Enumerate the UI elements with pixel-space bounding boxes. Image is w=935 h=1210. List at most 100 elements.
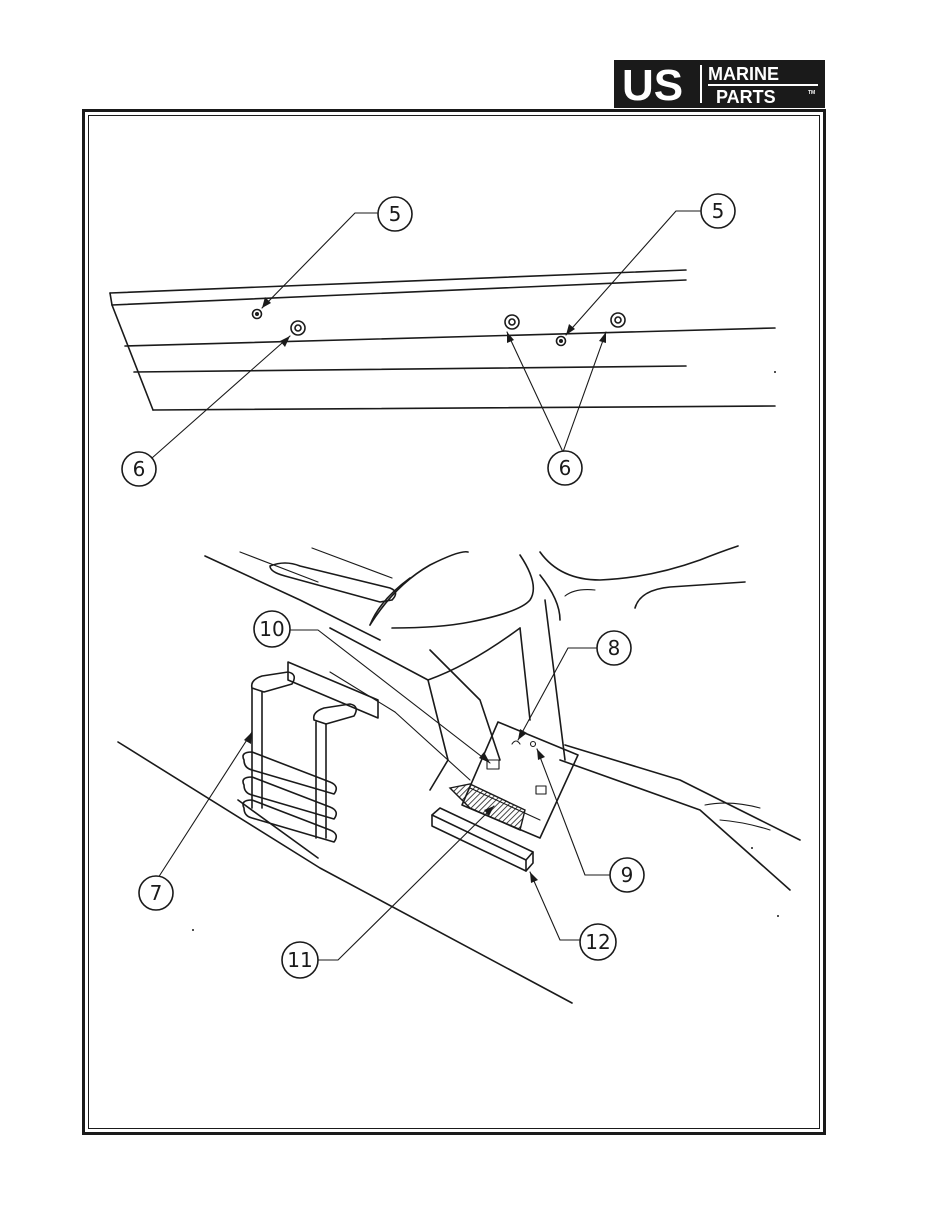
screw-hole-left — [251, 308, 263, 320]
deck-left-edge — [204, 555, 381, 641]
diagram-frame-inner — [88, 115, 820, 1129]
ladder-mount-bolt — [329, 671, 396, 713]
speck — [751, 847, 753, 849]
hull-right-strake-2 — [719, 819, 771, 831]
screw-hole-right — [555, 335, 567, 347]
ladder-mount-plate — [287, 661, 379, 719]
access-panel-door — [461, 721, 579, 839]
ladder-step-3 — [242, 799, 338, 843]
callout-5-right-label: 5 — [712, 199, 725, 223]
speck — [774, 371, 776, 373]
callout-6-left: 6 — [121, 451, 157, 487]
leader-11 — [317, 805, 495, 961]
foam-pad — [448, 783, 526, 831]
deck-right-detail — [564, 589, 596, 597]
arrowhead-5-right — [566, 324, 575, 335]
deck-crease-left-2 — [311, 547, 393, 579]
hull-diag-inner — [394, 711, 471, 781]
ladder-right-hook — [312, 703, 358, 725]
speck — [192, 929, 194, 931]
diagram-frame — [82, 109, 826, 1135]
seat-left-contour — [369, 550, 469, 626]
arrowhead-9 — [537, 749, 545, 760]
logo-line1: MARINE — [708, 64, 779, 84]
callout-5-left: 5 — [377, 196, 413, 232]
panel-top-edge — [109, 269, 687, 294]
leader-6-right — [562, 331, 607, 453]
ladder-step-1 — [242, 751, 338, 795]
wear-strip-face — [431, 814, 527, 872]
leader-5-right — [565, 210, 701, 336]
top-leaders — [151, 210, 701, 459]
leader-8 — [517, 647, 599, 741]
foam-pad-body — [448, 783, 526, 831]
leader-9 — [536, 748, 611, 876]
deck-right-contour — [539, 545, 739, 581]
panel-left-end — [109, 292, 113, 306]
arrowhead-11 — [484, 806, 494, 816]
ladder-left-hook — [250, 671, 296, 693]
bottom-leaders — [157, 629, 611, 961]
us-marine-parts-logo: US MARINE PARTS TM — [614, 60, 825, 108]
callout-7: 7 — [138, 875, 174, 911]
arrowhead-8 — [518, 729, 527, 740]
hull-right-lower — [559, 759, 791, 891]
washer-right — [610, 312, 626, 328]
panel-mark — [511, 740, 521, 745]
callout-10-label: 10 — [259, 617, 284, 641]
callout-10: 10 — [253, 610, 291, 648]
panel-bottom-edge — [152, 405, 776, 411]
arrowhead-6-center — [507, 332, 514, 343]
panel-mid-line — [124, 327, 776, 347]
washer-left — [290, 320, 306, 336]
boarding-ladder — [242, 661, 396, 843]
logo-line2: PARTS — [716, 87, 776, 107]
deck-right-inner — [539, 574, 561, 621]
leader-6-center — [506, 331, 564, 453]
tunnel-inner-line — [429, 649, 501, 761]
hull-left-strake — [237, 799, 319, 859]
stern-deck — [117, 545, 801, 1004]
callout-11: 11 — [281, 941, 319, 979]
hull-right-strake — [704, 802, 761, 809]
washer-center — [504, 314, 520, 330]
panel-clip — [535, 785, 547, 795]
callout-7-label: 7 — [150, 881, 163, 905]
callout-8: 8 — [596, 630, 632, 666]
callout-6-left-label: 6 — [133, 457, 146, 481]
tunnel-top-edge — [427, 627, 521, 681]
hull-side-panel — [109, 269, 776, 411]
hull-left-long-edge — [117, 741, 573, 1004]
callout-5-right: 5 — [700, 193, 736, 229]
speck — [777, 915, 779, 917]
panel-lower-line — [133, 365, 687, 373]
panel-bow-edge — [111, 304, 154, 411]
arrowhead-5-left — [262, 297, 271, 308]
panel-fasteners — [251, 308, 626, 347]
leader-10 — [289, 629, 491, 764]
logo-mark: US — [622, 61, 683, 108]
logo-trademark: TM — [808, 90, 815, 96]
tunnel-left-wall — [329, 627, 449, 791]
panel-latch — [486, 759, 500, 770]
deck-right-scoop — [634, 581, 746, 609]
hull-right-upper — [564, 744, 801, 841]
callout-5-left-label: 5 — [389, 202, 402, 226]
panel-screw — [529, 740, 537, 748]
logo-divider — [700, 65, 702, 103]
arrowhead-6-right — [599, 332, 606, 343]
leader-5-left — [261, 212, 378, 309]
callout-9: 9 — [609, 857, 645, 893]
left-sponson — [269, 562, 397, 603]
callout-6-right-label: 6 — [559, 456, 572, 480]
callout-12: 12 — [579, 923, 617, 961]
callout-8-label: 8 — [608, 636, 621, 660]
ladder-step-2 — [242, 776, 338, 820]
callout-12-label: 12 — [585, 930, 610, 954]
leader-6-left — [151, 335, 291, 459]
leader-12 — [529, 871, 581, 941]
tunnel-right-wall — [519, 627, 531, 721]
callout-6-right: 6 — [547, 450, 583, 486]
arrowhead-6-left — [280, 336, 290, 347]
